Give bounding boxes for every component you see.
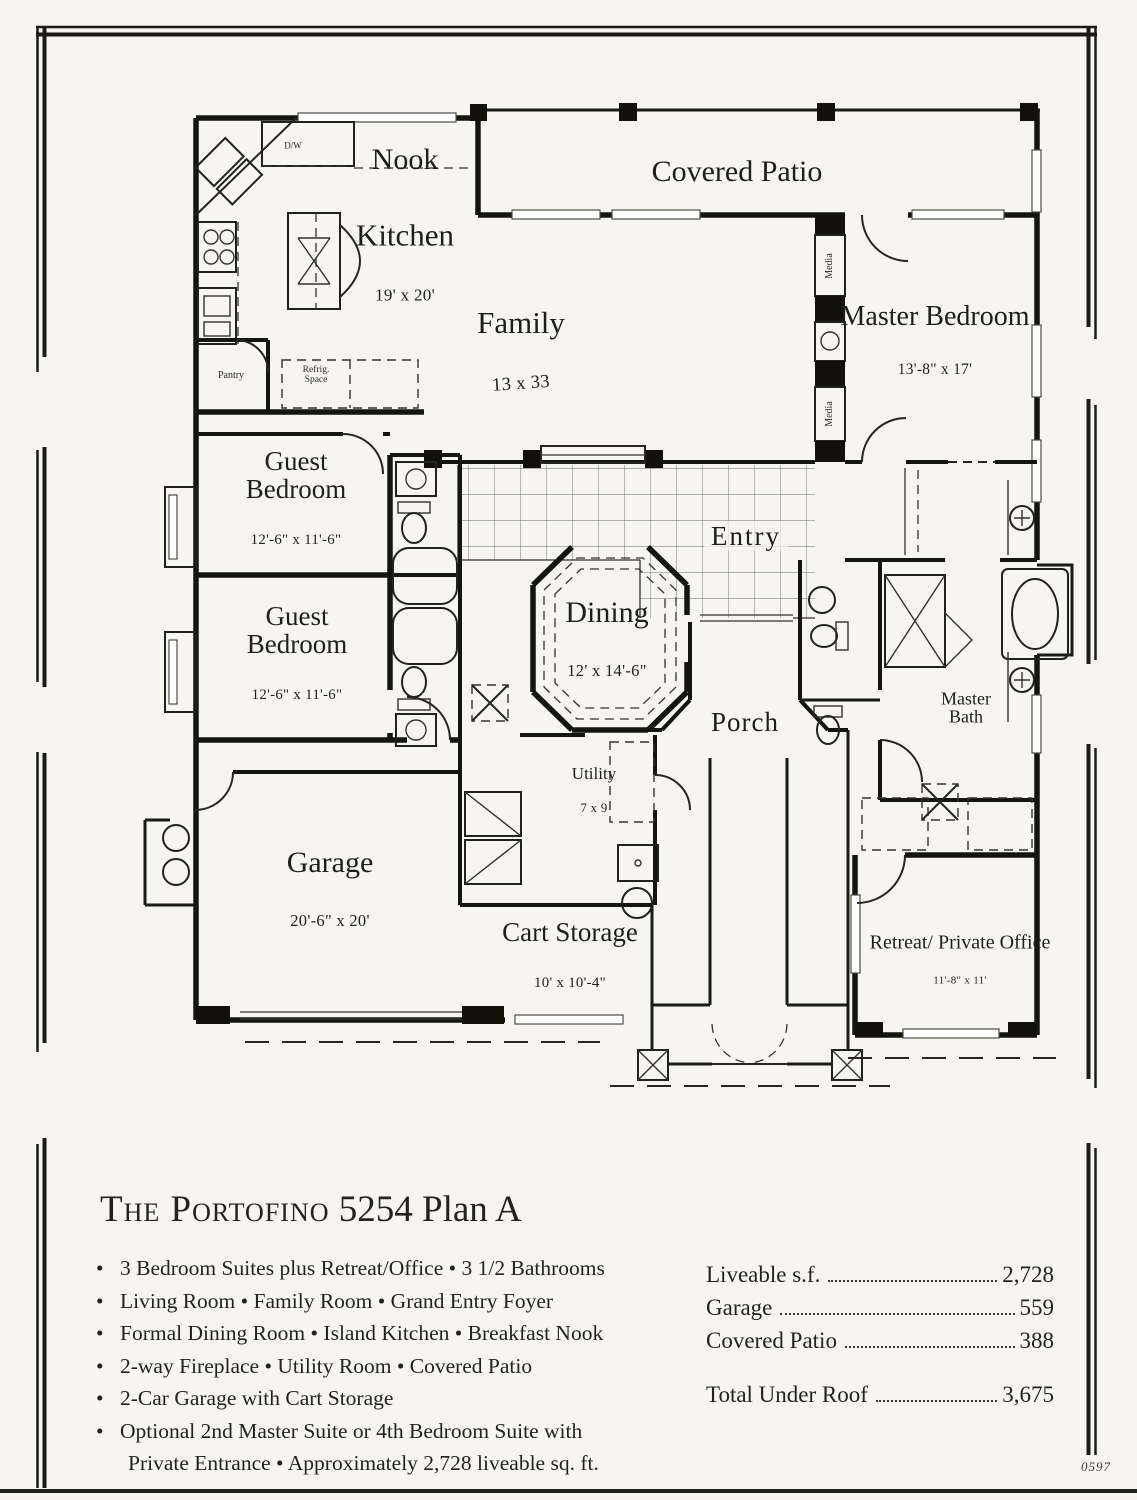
room-label-nook: Nook bbox=[371, 143, 439, 177]
pantry-label: Pantry bbox=[217, 369, 245, 381]
door-arcs bbox=[342, 214, 923, 811]
retreat-details bbox=[855, 797, 1036, 1037]
feature-item: • Optional 2nd Master Suite or 4th Bedro… bbox=[96, 1418, 599, 1476]
plan-title: The Portofino 5254 Plan A bbox=[100, 1189, 522, 1230]
room-label-porch: Porch bbox=[704, 679, 786, 765]
room-label-guest-bedroom-upper: Guest Bedroom 12'-6" x 11'-6" bbox=[245, 446, 347, 549]
dishwasher-label: D/W bbox=[284, 140, 302, 151]
room-label-family: Family 13 x 33 bbox=[477, 305, 565, 396]
media-label-lower: Media bbox=[823, 401, 835, 427]
utility-fixtures bbox=[464, 741, 659, 919]
feature-item: • 2-way Fireplace • Utility Room • Cover… bbox=[96, 1353, 533, 1378]
feature-item: • Formal Dining Room • Island Kitchen • … bbox=[96, 1321, 604, 1345]
kitchen-fixtures bbox=[194, 117, 470, 412]
refrigerator-space-label: Refrig. Space bbox=[302, 365, 330, 385]
skylight-icons bbox=[471, 684, 959, 821]
feature-item: • Living Room • Family Room • Grand Entr… bbox=[96, 1288, 554, 1313]
master-bath-fixtures bbox=[884, 480, 1069, 722]
feature-list: • 3 Bedroom Suites plus Retreat/Office •… bbox=[94, 1252, 674, 1480]
room-label-dining: Dining 12' x 14'-6" bbox=[565, 596, 649, 680]
media-wall bbox=[814, 215, 846, 462]
area-stats: Liveable s.f. 2,728 Garage 559 Covered P… bbox=[706, 1258, 1054, 1411]
powder-room-fixtures bbox=[808, 586, 849, 745]
windows bbox=[297, 112, 1042, 1039]
media-label-upper: Media bbox=[823, 253, 835, 279]
patio-columns bbox=[470, 103, 1038, 121]
stat-row-total: Total Under Roof 3,675 bbox=[706, 1382, 1054, 1407]
room-label-garage: Garage 20'-6" x 20' bbox=[286, 846, 374, 930]
room-label-covered-patio: Covered Patio bbox=[651, 155, 823, 189]
entry-walkway bbox=[610, 730, 1056, 1087]
room-label-entry: Entry bbox=[704, 493, 788, 579]
stat-row: Liveable s.f. 2,728 bbox=[706, 1262, 1054, 1287]
stat-row: Garage 559 bbox=[706, 1295, 1054, 1320]
garage-details bbox=[143, 771, 600, 1043]
plan-code: 0597 bbox=[1081, 1459, 1111, 1474]
room-label-cart-storage: Cart Storage 10' x 10'-4" bbox=[502, 917, 638, 992]
dining-octagon bbox=[530, 545, 690, 733]
feature-item: • 3 Bedroom Suites plus Retreat/Office •… bbox=[96, 1256, 605, 1280]
window-bays bbox=[164, 486, 197, 713]
feature-item: • 2-Car Garage with Cart Storage bbox=[96, 1386, 394, 1410]
guest-bath-fixtures bbox=[392, 461, 458, 747]
room-label-master-bath: Master Bath bbox=[941, 688, 991, 727]
room-label-utility: Utility 7 x 9 bbox=[571, 763, 617, 816]
room-label-guest-bedroom-lower: Guest Bedroom 12'-6" x 11'-6" bbox=[246, 601, 348, 704]
floor-plan-drawing bbox=[143, 103, 1074, 1087]
stat-row: Covered Patio 388 bbox=[706, 1328, 1054, 1353]
room-label-kitchen: Kitchen 19' x 20' bbox=[355, 217, 455, 305]
fireplace bbox=[424, 445, 663, 468]
room-label-retreat: Retreat/ Private Office 11'-8" x 11' bbox=[869, 931, 1051, 988]
room-label-master-bedroom: Master Bedroom 13'-8" x 17' bbox=[840, 300, 1030, 379]
